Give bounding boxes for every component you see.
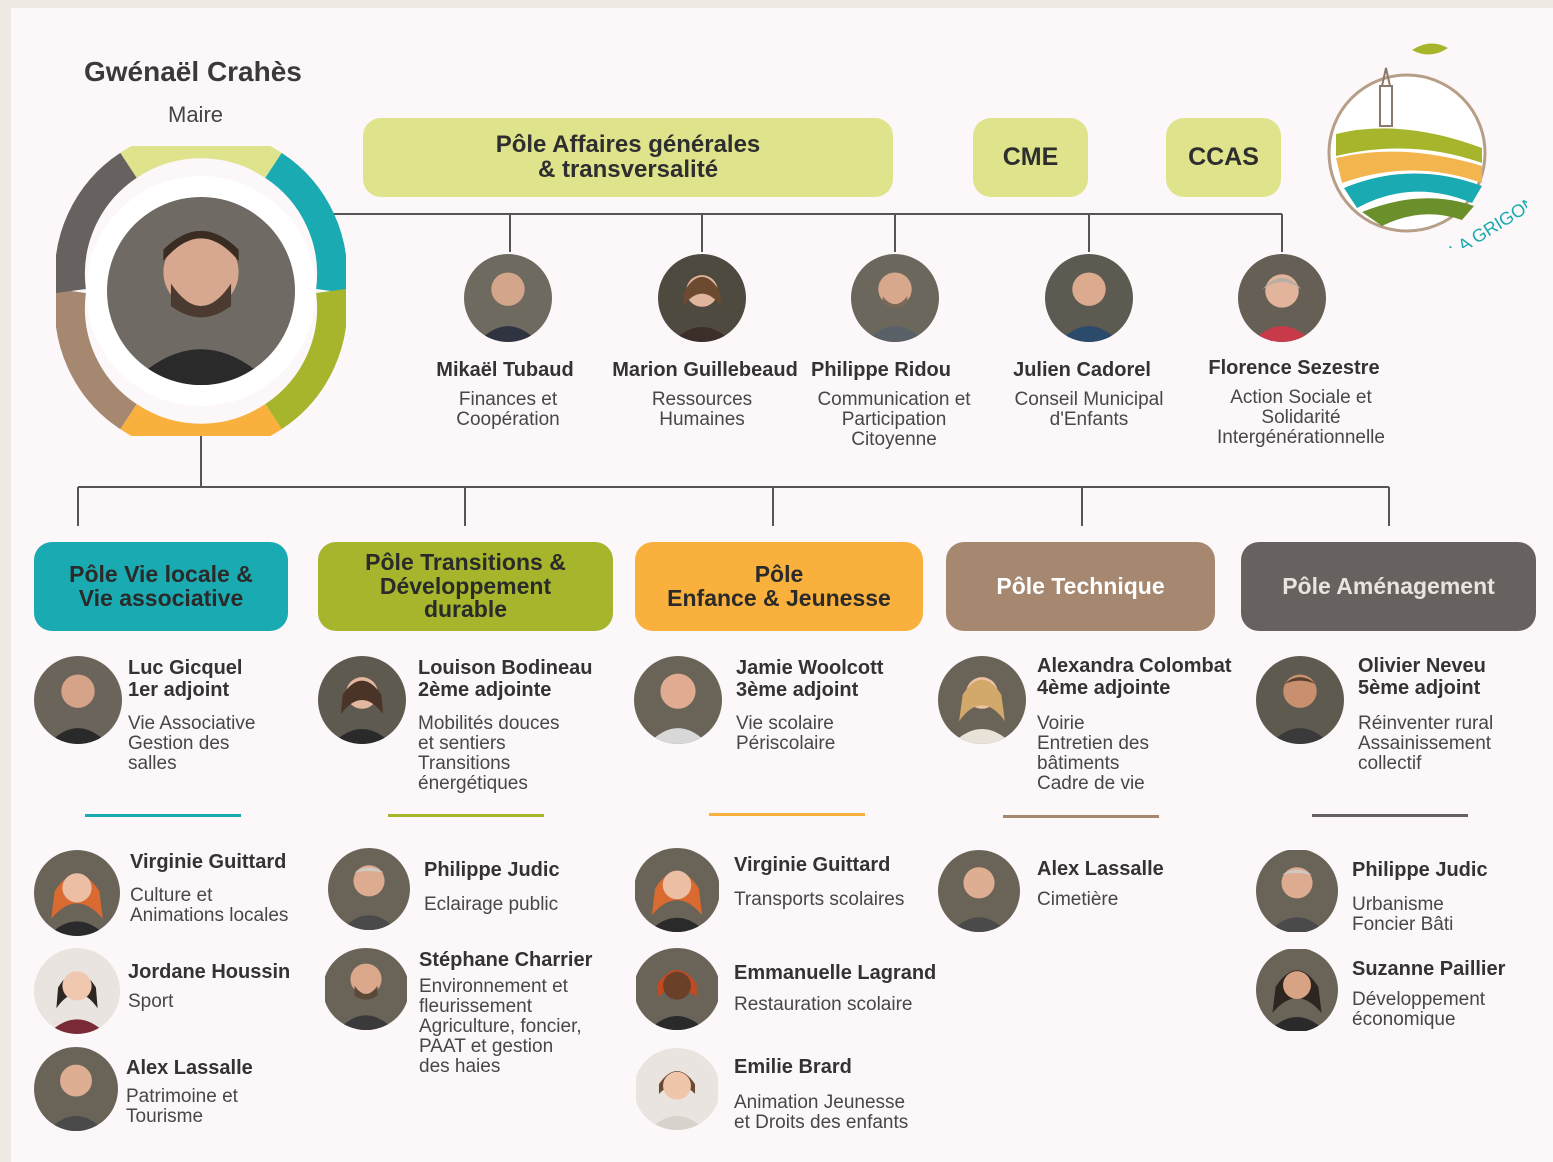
member-avatar bbox=[634, 1048, 720, 1130]
delegate-name: Mikaël Tubaud bbox=[436, 359, 574, 381]
adjoint-avatar bbox=[1256, 656, 1344, 744]
delegate-avatar bbox=[658, 254, 746, 342]
delegate-avatar bbox=[464, 254, 552, 342]
delegate-avatar bbox=[1238, 254, 1326, 342]
delegate-name: Florence Sezestre bbox=[1208, 357, 1380, 379]
member-name: Virginie Guittard bbox=[130, 851, 287, 873]
member-avatar bbox=[1256, 948, 1338, 1032]
adjoint-name: Luc Gicquel bbox=[128, 657, 243, 679]
adjoint-name: Louison Bodineau bbox=[418, 657, 593, 679]
cme-box: CME bbox=[973, 118, 1088, 197]
member-avatar bbox=[323, 948, 409, 1030]
member-desc: Développement économique bbox=[1352, 989, 1486, 1030]
adjoint-name: Alexandra Colombat bbox=[1037, 655, 1232, 677]
adjoint-desc: Mobilités douces et sentiers Transitions… bbox=[418, 713, 560, 794]
delegate-avatar bbox=[851, 254, 939, 342]
pole-amenagement: Pôle Aménagement bbox=[1241, 542, 1536, 631]
member-desc: Cimetière bbox=[1037, 889, 1119, 910]
member-desc: Urbanisme Foncier Bâti bbox=[1352, 894, 1454, 935]
member-name: Virginie Guittard bbox=[734, 854, 891, 876]
delegate-desc: Communication et Participation Citoyenne bbox=[817, 389, 971, 450]
member-name: Emmanuelle Lagrand bbox=[734, 962, 937, 984]
adjoint-name: Olivier Neveu bbox=[1358, 655, 1486, 677]
delegate-name: Marion Guillebeaud bbox=[612, 359, 798, 381]
member-desc: Sport bbox=[128, 991, 174, 1012]
delegate-desc: Finances et Coopération bbox=[456, 389, 560, 430]
member-avatar bbox=[634, 948, 720, 1030]
member-avatar bbox=[34, 1047, 118, 1131]
adjoint-avatar bbox=[34, 656, 122, 744]
pole-affaires-generales: Pôle Affaires générales & transversalité bbox=[363, 118, 893, 197]
adjoint-desc: Vie scolaire Périscolaire bbox=[736, 713, 836, 754]
pole-vie-locale: Pôle Vie locale & Vie associative bbox=[34, 542, 288, 631]
member-name: Emilie Brard bbox=[734, 1056, 852, 1078]
divider bbox=[709, 813, 865, 816]
pole-enfance-jeunesse: Pôle Enfance & Jeunesse bbox=[635, 542, 923, 631]
adjoint-desc: Réinventer rural Assainissement collecti… bbox=[1358, 713, 1494, 774]
member-name: Alex Lassalle bbox=[1037, 858, 1164, 880]
adjoint-avatar bbox=[938, 656, 1026, 744]
ccas-box: CCAS bbox=[1166, 118, 1281, 197]
delegate-avatar bbox=[1045, 254, 1133, 342]
divider bbox=[1003, 815, 1159, 818]
adjoint-role: 3ème adjoint bbox=[736, 679, 859, 701]
mayor-name: Gwénaël Crahès bbox=[84, 56, 302, 87]
adjoint-role: 5ème adjoint bbox=[1358, 677, 1481, 699]
member-avatar bbox=[34, 850, 120, 936]
divider bbox=[1312, 814, 1468, 817]
delegate-name: Julien Cadorel bbox=[1013, 359, 1151, 381]
member-desc: Culture et Animations locales bbox=[130, 885, 289, 926]
member-desc: Animation Jeunesse et Droits des enfants bbox=[734, 1092, 909, 1133]
delegate-name: Philippe Ridou bbox=[811, 359, 951, 381]
member-name: Philippe Judic bbox=[424, 859, 560, 881]
pole-technique: Pôle Technique bbox=[946, 542, 1215, 631]
delegate-desc: Action Sociale et Solidarité Intergénéra… bbox=[1217, 387, 1385, 448]
member-name: Jordane Houssin bbox=[128, 961, 291, 983]
divider bbox=[388, 814, 544, 817]
member-desc: Restauration scolaire bbox=[734, 994, 913, 1015]
member-avatar bbox=[1256, 849, 1338, 933]
pole-transitions: Pôle Transitions & Développement durable bbox=[318, 542, 613, 631]
member-avatar bbox=[328, 848, 410, 930]
adjoint-role: 2ème adjointe bbox=[418, 679, 552, 701]
member-desc: Patrimoine et Tourisme bbox=[126, 1086, 238, 1127]
delegate-desc: Ressources Humaines bbox=[651, 389, 753, 430]
member-desc: Environnement et fleurissement Agricultu… bbox=[419, 976, 582, 1077]
adjoint-desc: Vie Associative Gestion des salles bbox=[128, 713, 256, 774]
adjoint-role: 1er adjoint bbox=[128, 679, 230, 701]
adjoint-avatar bbox=[634, 656, 722, 744]
member-name: Stéphane Charrier bbox=[419, 949, 593, 971]
member-avatar bbox=[938, 850, 1020, 932]
mayor-avatar bbox=[107, 197, 295, 385]
member-name: Alex Lassalle bbox=[126, 1057, 253, 1079]
member-avatar bbox=[634, 848, 720, 932]
delegate-desc: Conseil Municipal d'Enfants bbox=[1014, 389, 1164, 430]
member-name: Philippe Judic bbox=[1352, 859, 1488, 881]
member-name: Suzanne Paillier bbox=[1352, 958, 1506, 980]
adjoint-name: Jamie Woolcott bbox=[736, 657, 884, 679]
adjoint-role: 4ème adjointe bbox=[1037, 677, 1171, 699]
mayor-role: Maire bbox=[168, 102, 224, 127]
adjoint-desc: Voirie Entretien des bâtiments Cadre de … bbox=[1037, 713, 1149, 794]
member-desc: Eclairage public bbox=[424, 894, 559, 915]
divider bbox=[85, 814, 241, 817]
member-desc: Transports scolaires bbox=[734, 889, 905, 910]
member-avatar bbox=[34, 948, 120, 1034]
adjoint-avatar bbox=[318, 656, 406, 744]
la-grigonnais-logo: LA GRIGONNAIS bbox=[1327, 43, 1527, 248]
